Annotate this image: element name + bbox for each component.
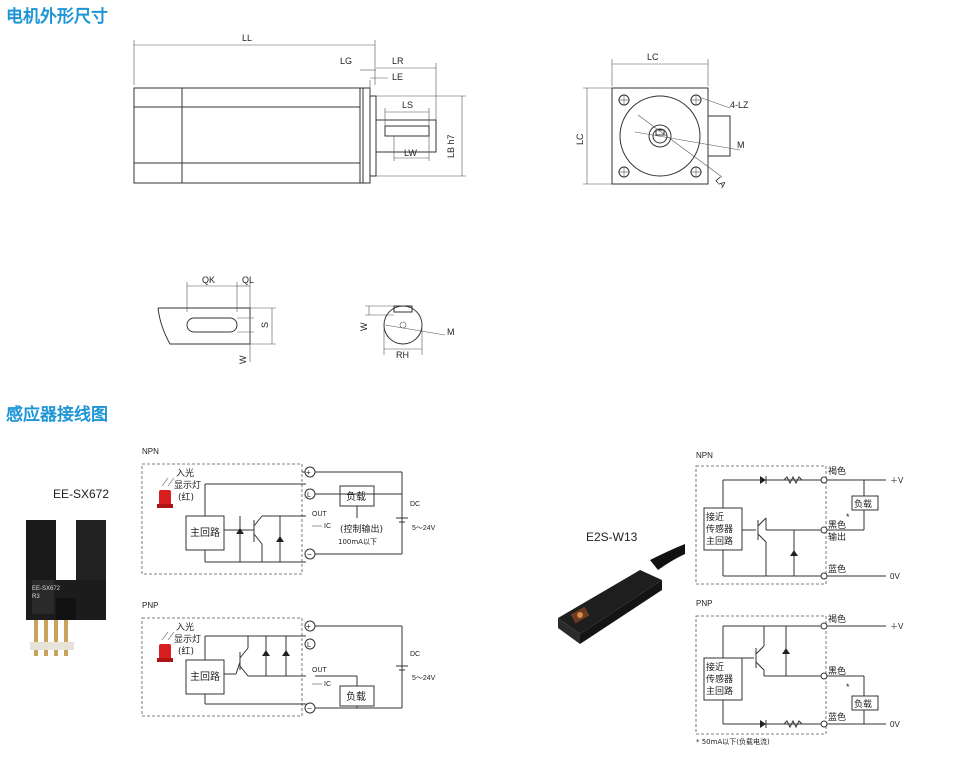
dim-s: S xyxy=(260,322,270,328)
s2-npn-prox-3: 主回路 xyxy=(706,535,733,547)
s2-pnp-prox-1: 接近 xyxy=(706,661,724,673)
s1-npn-main: 主回路 xyxy=(190,526,220,539)
dim-rh: RH xyxy=(396,350,409,360)
s1-npn-led-label-1: 入光 xyxy=(176,467,194,479)
sensor2-photo xyxy=(558,544,685,644)
s2-pnp-brown: 褐色 xyxy=(828,613,846,625)
svg-text:−: − xyxy=(307,704,312,713)
s1-pnp-led-label-3: (红) xyxy=(178,645,194,657)
s1-npn-out: OUT xyxy=(312,511,328,518)
dim-lr: LR xyxy=(392,56,404,66)
sensor2-npn-circuit: NPN 接近 传感器 主回路 褐色 黑色 输出 蓝色 负载 * ＋V 0V xyxy=(695,451,904,585)
s1-pnp-dc: DC xyxy=(410,651,420,658)
dimensions-title: 电机外形尺寸 xyxy=(6,7,108,27)
sensor1-pnp-circuit: PNP 入光 显示灯 (红) 主回路 + L − OUT IC 负载 DC 5～… xyxy=(141,601,436,717)
s2-pnp-prox-3: 主回路 xyxy=(706,685,733,697)
s2-npn-load: 负载 xyxy=(854,498,872,510)
s1-npn-current: 100mA以下 xyxy=(338,538,377,546)
s1-pnp-main: 主回路 xyxy=(190,670,220,683)
s1-npn-voltage: 5～24V xyxy=(412,525,436,532)
sensor1-photo: EE-SX672 R3 xyxy=(26,520,106,656)
dim-la: LA xyxy=(713,175,728,190)
s2-pnp-prox-2: 传感器 xyxy=(706,673,733,685)
sensor1-body-print-2: R3 xyxy=(32,594,40,600)
dim-lc-top: LC xyxy=(647,52,659,62)
s2-npn-brown: 褐色 xyxy=(828,465,846,477)
s2-npn-zero: 0V xyxy=(890,572,900,581)
s1-npn-dc: DC xyxy=(410,501,420,508)
s1-pnp-title: PNP xyxy=(142,601,158,610)
dim-w2: W xyxy=(359,322,369,331)
s2-pnp-blue: 蓝色 xyxy=(828,711,846,723)
s1-pnp-led-label-1: 入光 xyxy=(176,621,194,633)
s1-npn-title: NPN xyxy=(142,447,159,456)
s2-pnp-zero: 0V xyxy=(890,720,900,729)
dim-ll: LL xyxy=(242,33,252,43)
s1-pnp-voltage: 5～24V xyxy=(412,675,436,682)
s2-pnp-load: 负载 xyxy=(854,698,872,710)
s2-npn-blue: 蓝色 xyxy=(828,563,846,575)
s1-npn-ic: IC xyxy=(324,523,331,530)
s2-npn-black: 黑色 xyxy=(828,519,846,531)
s1-npn-led-label-3: (红) xyxy=(178,491,194,503)
s2-pnp-star: * xyxy=(846,682,850,692)
motor-side-view: LL LG LR LE LS LW LB h7 xyxy=(133,33,466,184)
s1-npn-led-label-2: 显示灯 xyxy=(174,480,201,491)
dim-ql: QL xyxy=(242,275,254,285)
svg-text:+: + xyxy=(306,622,311,631)
dim-4lz: 4-LZ xyxy=(730,100,749,110)
dim-lc-side: LC xyxy=(575,133,585,145)
s1-pnp-out: OUT xyxy=(312,667,328,674)
dim-m: M xyxy=(737,140,745,150)
svg-text:+: + xyxy=(306,468,311,477)
s2-npn-plusv: ＋V xyxy=(890,476,904,485)
sensor1-npn-circuit: NPN 入光 显示灯 (红) 主回路 + L − OUT IC 负载 (控制输出… xyxy=(141,447,436,575)
dim-w: W xyxy=(238,355,248,364)
shaft-end-detail: M W RH xyxy=(359,305,455,360)
s2-npn-star: * xyxy=(846,512,850,522)
svg-text:−: − xyxy=(307,550,312,559)
sensor1-body-print-1: EE-SX672 xyxy=(32,586,61,592)
s1-npn-load: 负载 xyxy=(346,490,366,503)
s1-pnp-led-label-2: 显示灯 xyxy=(174,634,201,645)
sensor1-model: EE-SX672 xyxy=(53,487,110,501)
s2-footnote: * 50mA以下(负载电流) xyxy=(696,737,770,746)
dim-lg: LG xyxy=(340,56,352,66)
s2-pnp-title: PNP xyxy=(696,599,712,608)
s2-npn-prox-1: 接近 xyxy=(706,511,724,523)
s2-npn-title: NPN xyxy=(696,451,713,460)
svg-text:L: L xyxy=(307,492,311,499)
s1-npn-control: (控制输出) xyxy=(340,523,383,535)
wiring-title: 感应器接线图 xyxy=(6,405,108,425)
dim-lw: LW xyxy=(404,148,417,158)
motor-front-view: LC LC 4-LZ M LA xyxy=(575,52,749,190)
dim-m2: M xyxy=(447,327,455,337)
sensor2-model: E2S-W13 xyxy=(586,530,638,544)
s1-pnp-load: 负载 xyxy=(346,690,366,703)
s2-pnp-black: 黑色 xyxy=(828,665,846,677)
svg-text:L: L xyxy=(307,642,311,649)
shaft-key-detail: QK QL S W xyxy=(157,275,276,364)
dim-le: LE xyxy=(392,72,403,82)
s2-npn-prox-2: 传感器 xyxy=(706,523,733,535)
dim-qk: QK xyxy=(202,275,215,285)
sensor2-pnp-circuit: PNP 接近 传感器 主回路 褐色 黑色 蓝色 负载 * ＋V 0V * 50m… xyxy=(695,599,904,746)
s2-pnp-plusv: ＋V xyxy=(890,622,904,631)
s1-pnp-ic: IC xyxy=(324,681,331,688)
dim-ls: LS xyxy=(402,100,413,110)
s2-npn-output: 输出 xyxy=(828,531,846,543)
dim-lb: LB h7 xyxy=(446,134,456,158)
